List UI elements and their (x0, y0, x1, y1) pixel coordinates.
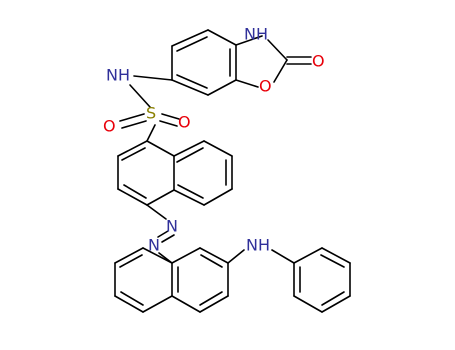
bond (207, 79, 237, 96)
atom-label-n-azo-1: N (166, 217, 178, 236)
bond (203, 140, 233, 157)
bond (171, 295, 201, 313)
atom-label-sulfur: S (146, 104, 156, 123)
bond (119, 113, 145, 122)
bond (235, 35, 263, 46)
atom-label-o-ring: O (259, 77, 272, 96)
bond (157, 230, 169, 238)
bond (267, 39, 288, 61)
bond (129, 84, 151, 108)
bond (321, 291, 345, 306)
bond (171, 247, 201, 264)
bond (293, 295, 323, 313)
bond (142, 295, 173, 313)
bond (146, 124, 156, 142)
bond (199, 291, 223, 306)
bond (146, 189, 175, 206)
bond (199, 247, 229, 264)
atom-label-o-sulfonyl-right: O (178, 113, 191, 132)
bond (161, 113, 180, 120)
bond (133, 75, 173, 81)
bond (117, 140, 148, 157)
atom-label-layer: NH O O NH S O O N N NH (103, 25, 325, 255)
bond (171, 79, 209, 96)
bond (271, 249, 295, 264)
bond (235, 79, 259, 88)
bond (321, 247, 351, 264)
bond (123, 184, 147, 199)
atom-label-nh-anilino: NH (246, 236, 270, 255)
bond (203, 188, 233, 206)
bond (120, 291, 144, 306)
atom-label-n-azo-2: N (148, 236, 160, 255)
bond (117, 188, 148, 206)
atom-label-nh-top: NH (244, 25, 268, 44)
bond (146, 204, 167, 220)
bond (176, 74, 208, 89)
bond (173, 189, 205, 206)
bond (177, 184, 204, 199)
bond (114, 247, 144, 264)
bond (321, 295, 351, 313)
bond (161, 234, 175, 243)
bond (142, 247, 173, 264)
bond (320, 254, 345, 268)
bond (119, 254, 143, 268)
bond (146, 140, 175, 157)
bond (171, 29, 209, 47)
atom-label-o-sulfonyl-left: O (103, 117, 116, 136)
bond (227, 249, 245, 264)
bond (159, 120, 178, 127)
bond (273, 59, 288, 83)
bond (207, 29, 237, 46)
bond (121, 147, 146, 161)
bond (293, 247, 323, 264)
bond (200, 254, 223, 268)
bond (114, 295, 144, 313)
bond (176, 147, 204, 163)
bond (173, 140, 205, 157)
atom-label-o-carbonyl: O (312, 52, 325, 71)
bond-layer (114, 29, 351, 313)
bond (176, 36, 208, 52)
atom-label-nh-sulfonamide: NH (106, 66, 130, 85)
bond (199, 295, 229, 313)
bond (121, 120, 147, 129)
